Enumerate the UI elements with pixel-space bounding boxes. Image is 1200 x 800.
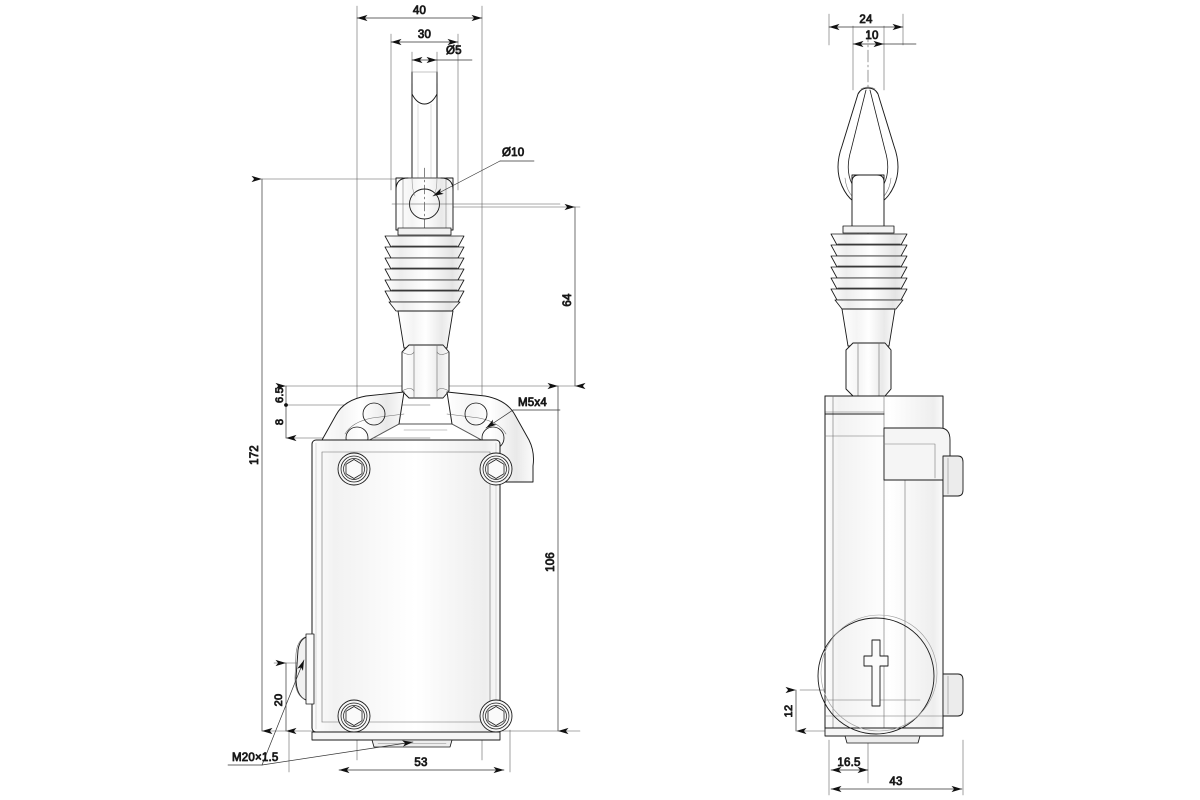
dim-172-label: 172: [249, 445, 261, 465]
dim-43: 43: [830, 776, 963, 793]
dim-40: 40: [356, 5, 483, 22]
dim-8-label: 8: [274, 419, 286, 425]
dim-6-5: 6.5: [274, 382, 288, 407]
dim-30: 30: [390, 29, 459, 46]
bellows: [384, 227, 465, 312]
conduit-entry-m20: [294, 633, 315, 705]
side-mounting-ears: [942, 455, 964, 717]
dim-16-5: 16.5: [830, 757, 869, 774]
clevis-pin-block: [391, 167, 561, 241]
screw-bottom-right: [479, 699, 513, 733]
dim-30-label: 30: [418, 29, 431, 41]
dim-40-label: 40: [413, 5, 426, 17]
dim-106-label: 106: [545, 552, 557, 572]
side-cover-screw: [817, 614, 938, 735]
dim-dia10-label: Ø10: [502, 147, 524, 159]
dim-dia10: Ø10: [432, 147, 535, 197]
dim-24: 24: [828, 14, 904, 31]
dim-53-label: 53: [414, 757, 427, 769]
dim-64-label: 64: [562, 293, 574, 307]
screw-bottom-left: [337, 699, 371, 733]
dim-43-label: 43: [889, 776, 902, 788]
dim-12: 12: [783, 686, 807, 735]
cover-screws: [337, 452, 513, 733]
dim-20: 20: [273, 659, 297, 735]
dim-6-5-label: 6.5: [274, 387, 286, 403]
front-view: [261, 5, 581, 773]
dim-10-side-label: 10: [865, 30, 878, 42]
dim-106: 106: [545, 382, 569, 735]
dim-10-side: 10: [852, 30, 917, 48]
side-body: [824, 395, 964, 744]
dim-64: 64: [562, 203, 586, 390]
dim-12-label: 12: [783, 705, 795, 718]
side-bellows: [830, 233, 908, 310]
switch-body: [311, 439, 501, 748]
dim-m20x15: M20×1.5: [227, 659, 414, 766]
side-hex-nut: [841, 308, 896, 397]
dim-172: 172: [249, 175, 273, 735]
hex-nut-neck: [397, 310, 454, 399]
side-view: [799, 13, 964, 796]
dim-16-5-label: 16.5: [837, 757, 860, 769]
dim-dia5: Ø5: [411, 45, 473, 64]
dim-8: 8: [274, 403, 297, 442]
dim-m20x15-label: M20×1.5: [232, 752, 278, 764]
screw-top-left: [337, 452, 371, 486]
dim-20-label: 20: [273, 694, 285, 707]
dim-53: 53: [338, 757, 505, 774]
side-actuator-head: [837, 86, 899, 234]
dim-dia5-label: Ø5: [446, 45, 462, 57]
screw-top-right: [479, 452, 513, 486]
side-dimensions: 24 10 12 16.5 43: [783, 14, 963, 793]
front-dimensions: 40 30 Ø5 Ø10 172 6.5: [227, 5, 586, 774]
dim-24-label: 24: [859, 14, 873, 26]
dim-m5x4-label: M5x4: [518, 397, 547, 409]
